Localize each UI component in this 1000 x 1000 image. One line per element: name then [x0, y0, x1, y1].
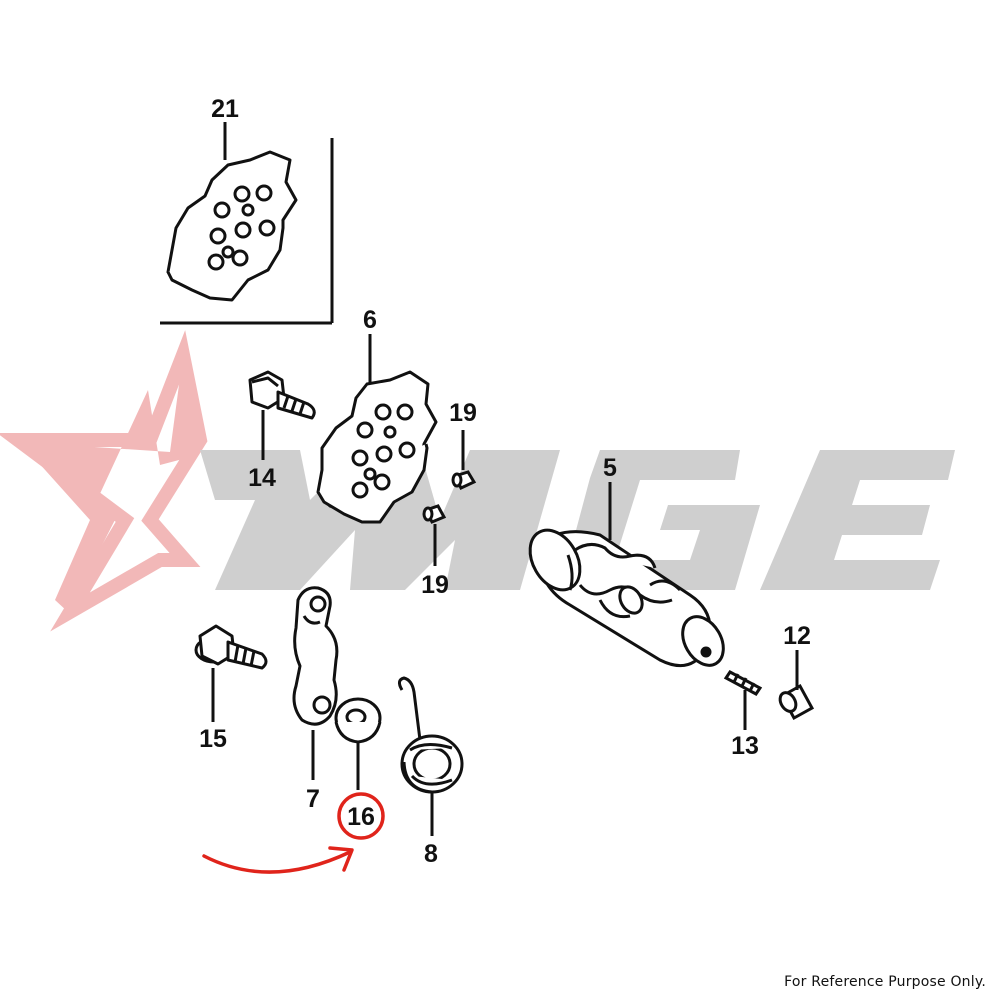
shift-drum-5	[528, 528, 725, 668]
watermark	[0, 330, 955, 632]
bolt-14	[248, 370, 316, 420]
star-plate-6	[316, 370, 438, 524]
spring-8	[397, 676, 464, 794]
bolt-15	[194, 624, 268, 670]
stopper-arm-7	[292, 586, 339, 726]
watermark-letter-e	[760, 450, 955, 590]
part-label-19a: 19	[449, 399, 477, 427]
reference-note: For Reference Purpose Only.	[784, 974, 986, 990]
part-label-12: 12	[783, 622, 811, 650]
highlight-circle	[337, 792, 385, 840]
dowel-pin-19a	[451, 470, 477, 490]
inset-bracket	[160, 138, 334, 325]
part-label-13: 13	[731, 732, 759, 760]
part-label-16: 16	[347, 803, 375, 831]
part-label-15: 15	[199, 725, 227, 753]
part-label-8: 8	[424, 840, 438, 868]
pointer-arrow-icon	[202, 846, 354, 874]
part-label-5: 5	[603, 454, 617, 482]
star-plate-21	[166, 150, 298, 302]
washer-16	[334, 697, 382, 744]
part-label-14: 14	[248, 464, 276, 492]
pin-12	[778, 683, 815, 721]
part-label-21: 21	[211, 95, 239, 123]
watermark-star-outline	[0, 330, 208, 632]
part-label-19b: 19	[421, 571, 449, 599]
spring-pin-13	[723, 670, 763, 696]
dowel-pin-19b	[422, 504, 447, 524]
part-label-6: 6	[363, 306, 377, 334]
part-label-7: 7	[306, 785, 320, 813]
